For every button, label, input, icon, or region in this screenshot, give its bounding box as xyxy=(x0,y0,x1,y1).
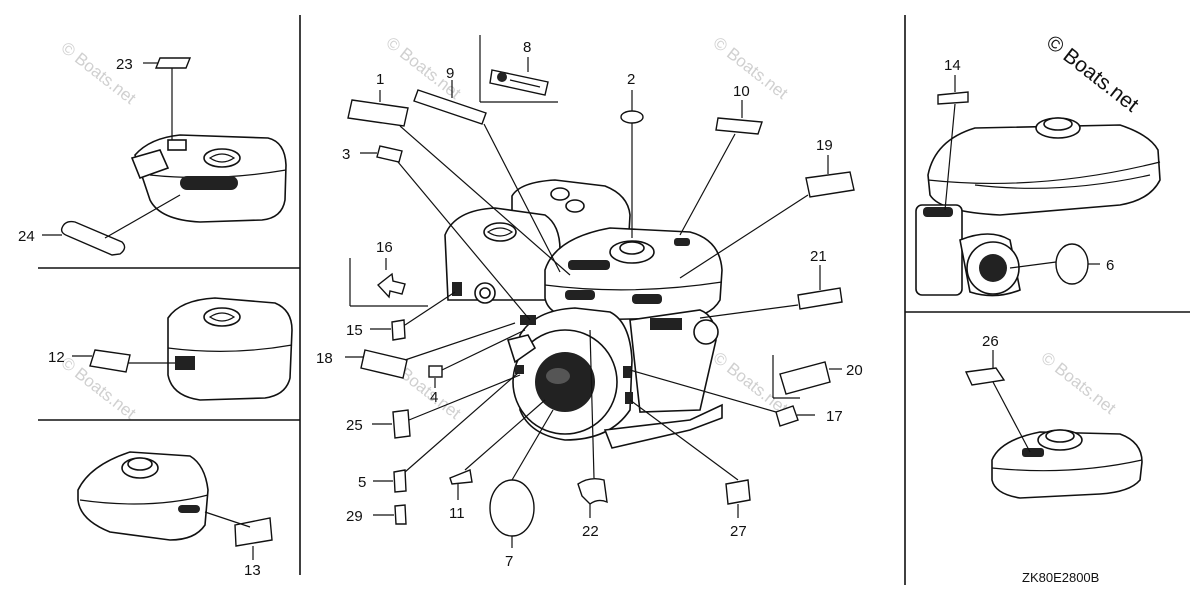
label-9 xyxy=(413,89,487,125)
fuel-tank-top-left xyxy=(130,134,287,223)
callout-12: 12 xyxy=(48,349,65,366)
callout-3: 3 xyxy=(342,146,350,163)
fuel-tank-bottom-right xyxy=(991,429,1143,499)
label-27 xyxy=(725,479,751,505)
callout-23: 23 xyxy=(116,56,133,73)
fuel-tank-mid-left xyxy=(167,297,293,401)
label-23 xyxy=(154,57,192,69)
callout-17: 17 xyxy=(826,408,843,425)
callout-4: 4 xyxy=(430,389,438,406)
callout-15: 15 xyxy=(346,322,363,339)
callout-14: 14 xyxy=(944,57,961,74)
callout-27: 27 xyxy=(730,523,747,540)
fuel-tank-bottom-left xyxy=(77,451,209,541)
label-18 xyxy=(360,349,408,379)
callout-1: 1 xyxy=(376,71,384,88)
callout-8: 8 xyxy=(523,39,531,56)
callout-25: 25 xyxy=(346,417,363,434)
label-10 xyxy=(715,117,763,135)
callout-21: 21 xyxy=(810,248,827,265)
watermark-3: © Boats.net xyxy=(710,33,792,103)
label-2 xyxy=(620,110,644,124)
panel-dividers xyxy=(38,15,1190,585)
label-19 xyxy=(805,171,855,198)
callout-7: 7 xyxy=(505,553,513,570)
label-13 xyxy=(234,517,273,547)
watermark-7: © Boats.net xyxy=(1038,348,1120,418)
fuel-tank-top-right xyxy=(915,117,1161,297)
callout-24: 24 xyxy=(18,228,35,245)
watermark-1: © Boats.net xyxy=(58,38,140,108)
label-5 xyxy=(393,469,407,493)
callout-6: 6 xyxy=(1106,257,1114,274)
callout-11: 11 xyxy=(449,505,465,522)
callout-10: 10 xyxy=(733,83,750,100)
label-22 xyxy=(577,477,608,505)
callout-20: 20 xyxy=(846,362,863,379)
label-4 xyxy=(428,365,443,378)
callout-16: 16 xyxy=(376,239,393,256)
callout-29: 29 xyxy=(346,508,363,525)
center-labels: 1 2 3 4 5 29 7 xyxy=(316,35,863,570)
label-20 xyxy=(779,361,831,395)
label-15 xyxy=(391,319,406,341)
label-8 xyxy=(479,35,558,103)
label-12 xyxy=(89,349,131,373)
engine-assembly xyxy=(444,179,723,449)
callout-18: 18 xyxy=(316,350,333,367)
callout-2: 2 xyxy=(627,71,635,88)
label-24 xyxy=(60,220,126,256)
label-1 xyxy=(347,99,409,127)
callout-9: 9 xyxy=(446,65,454,82)
label-7 xyxy=(489,479,535,537)
callout-22: 22 xyxy=(582,523,599,540)
callout-19: 19 xyxy=(816,137,833,154)
label-3 xyxy=(376,145,403,163)
label-17 xyxy=(775,405,799,427)
label-21 xyxy=(797,287,843,310)
label-20-group xyxy=(772,355,800,399)
label-16 xyxy=(349,258,428,307)
diagram-code: ZK80E2800B xyxy=(1022,570,1099,585)
label-6 xyxy=(1055,243,1089,285)
label-29 xyxy=(394,504,407,525)
callout-5: 5 xyxy=(358,474,366,491)
label-26 xyxy=(964,367,1006,386)
label-14 xyxy=(937,91,969,105)
callout-26: 26 xyxy=(982,333,999,350)
callout-13: 13 xyxy=(244,562,261,579)
copyright-text: © Boats.net xyxy=(1042,31,1143,117)
label-25 xyxy=(392,409,411,439)
label-11 xyxy=(449,469,473,485)
